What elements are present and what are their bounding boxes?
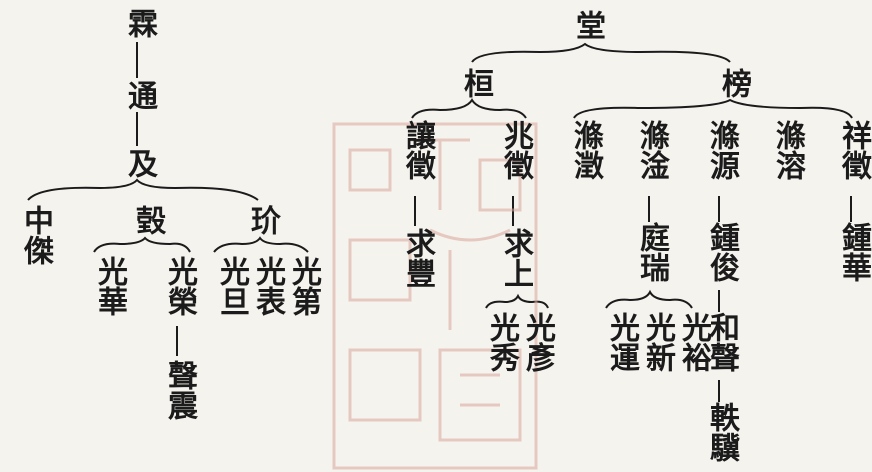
jie-child-guangdan: 光旦 — [214, 256, 249, 316]
diyuan-child-zhongjun: 鍾俊 — [704, 222, 739, 282]
brace-bang-children — [573, 98, 853, 119]
bang-child-dicheng: 滌澂 — [568, 120, 603, 180]
node-bang: 榜 — [716, 68, 751, 98]
heng-child-rangzheng: 讓徵 — [400, 120, 435, 180]
xiangzheng-child-zhonghua: 鍾華 — [836, 222, 871, 282]
gu-child-guanghua: 光華 — [92, 256, 127, 316]
digan-child-tingrui: 庭瑞 — [634, 222, 669, 282]
bang-child-dirong: 滌溶 — [770, 120, 805, 180]
right-root: 堂 — [570, 10, 605, 40]
tingrui-child-guangyu: 光裕 — [676, 312, 711, 372]
rang-child-qiufeng: 求豐 — [400, 228, 435, 288]
left-root: 霖 — [122, 8, 157, 38]
zhongjun-child-hesheng: 和聲 — [704, 312, 739, 372]
brace-tang-children — [471, 42, 731, 63]
brace-jie-children — [213, 236, 309, 253]
gu-child-guangrong: 光榮 — [162, 256, 197, 316]
hesheng-child-yiji: 軼驥 — [704, 402, 739, 462]
bang-child-diyuan: 滌源 — [704, 120, 739, 180]
brace-heng-children — [411, 98, 527, 119]
bang-child-digan: 滌淦 — [634, 120, 669, 180]
heng-child-zhaozheng: 兆徵 — [498, 120, 533, 180]
brace-ji-children — [27, 178, 259, 201]
jie-child-guangdi: 光第 — [286, 256, 321, 316]
child-gu: 㲄 — [130, 205, 165, 235]
zhao-child-qiushang: 求上 — [498, 228, 533, 288]
node-heng: 桓 — [458, 68, 493, 98]
left-third: 及 — [122, 148, 157, 178]
tingrui-child-guangxin: 光新 — [640, 312, 675, 372]
child-zhongjie: 中傑 — [18, 205, 53, 265]
qiushang-child-guangxiu: 光秀 — [484, 312, 519, 372]
qiushang-child-guangyan: 光彥 — [520, 312, 555, 372]
brace-tingrui-children — [605, 289, 693, 309]
tingrui-child-guangyun: 光運 — [604, 312, 639, 372]
jie-child-guangbiao: 光表 — [250, 256, 285, 316]
gu-grand-shengzhen: 聲震 — [162, 360, 197, 420]
brace-qiushang-children — [485, 293, 549, 309]
left-second: 通 — [122, 80, 157, 110]
brace-gu-children — [93, 236, 191, 253]
child-jie: 玠 — [245, 205, 280, 235]
bang-child-xiangzheng: 祥徵 — [836, 120, 871, 180]
